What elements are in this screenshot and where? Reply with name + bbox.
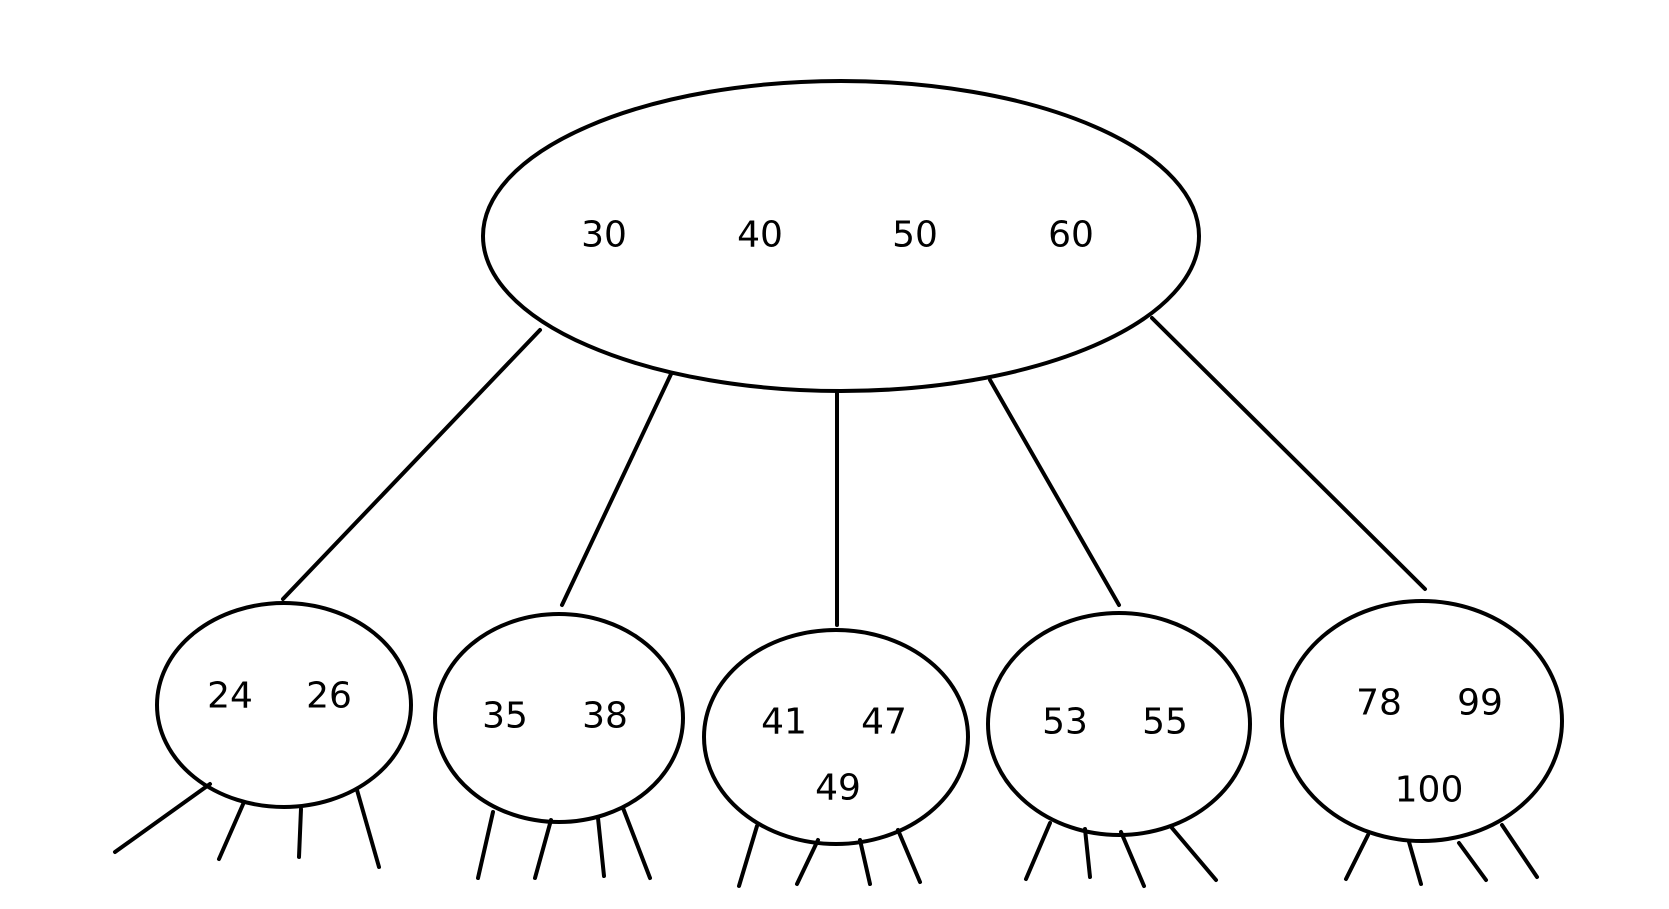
child-node-3-shape bbox=[702, 628, 970, 846]
child-4-pointer-2 bbox=[1083, 827, 1092, 879]
child-3-key-1: 41 bbox=[761, 702, 807, 743]
child-node-4: 53 55 bbox=[986, 611, 1252, 888]
root-edges bbox=[281, 316, 1427, 627]
child-5-pointer-4 bbox=[1500, 823, 1539, 879]
child-node-1: 24 26 bbox=[113, 601, 413, 869]
child-2-key-2: 38 bbox=[582, 696, 628, 737]
child-3-pointer-1 bbox=[737, 824, 759, 888]
child-node-5-shape bbox=[1280, 599, 1564, 843]
child-2-pointer-2 bbox=[533, 818, 553, 880]
child-5-key-3: 100 bbox=[1395, 770, 1464, 811]
root-key-1: 30 bbox=[581, 215, 627, 256]
root-node-shape bbox=[481, 79, 1201, 393]
child-node-1-shape bbox=[155, 601, 413, 809]
child-node-2: 35 38 bbox=[433, 612, 685, 880]
child-1-pointer-2 bbox=[217, 800, 246, 861]
child-4-pointer-4 bbox=[1170, 826, 1218, 882]
edge-root-child-5 bbox=[1150, 316, 1427, 591]
child-1-pointer-1 bbox=[113, 782, 212, 854]
child-1-pointer-4 bbox=[355, 788, 381, 869]
child-3-pointer-2 bbox=[795, 838, 820, 886]
child-3-key-2: 47 bbox=[861, 702, 907, 743]
edge-root-child-2 bbox=[560, 370, 674, 607]
child-node-4-shape bbox=[986, 611, 1252, 837]
child-4-pointer-1 bbox=[1024, 821, 1052, 881]
child-2-key-1: 35 bbox=[482, 696, 528, 737]
child-5-key-1: 78 bbox=[1356, 683, 1402, 724]
child-node-3: 41 47 49 bbox=[702, 628, 970, 888]
child-5-pointer-3 bbox=[1457, 841, 1488, 882]
child-5-pointer-2 bbox=[1407, 840, 1423, 886]
child-4-key-1: 53 bbox=[1042, 702, 1088, 743]
edge-root-child-1 bbox=[281, 328, 542, 601]
child-2-pointer-4 bbox=[621, 806, 652, 880]
child-node-2-shape bbox=[433, 612, 685, 824]
child-1-key-1: 24 bbox=[207, 676, 253, 717]
root-node: 30 40 50 60 bbox=[481, 79, 1201, 393]
child-4-key-2: 55 bbox=[1142, 702, 1188, 743]
child-4-pointer-3 bbox=[1119, 830, 1146, 888]
child-2-pointer-3 bbox=[596, 816, 606, 878]
child-node-5: 78 99 100 bbox=[1280, 599, 1564, 886]
child-1-pointer-3 bbox=[297, 807, 303, 859]
child-5-pointer-1 bbox=[1344, 833, 1370, 881]
child-1-key-2: 26 bbox=[306, 676, 352, 717]
root-key-2: 40 bbox=[737, 215, 783, 256]
child-3-key-3: 49 bbox=[815, 768, 861, 809]
child-3-pointer-4 bbox=[896, 828, 922, 884]
root-key-4: 60 bbox=[1048, 215, 1094, 256]
child-2-pointer-1 bbox=[476, 810, 495, 880]
root-key-3: 50 bbox=[892, 215, 938, 256]
child-3-pointer-3 bbox=[858, 838, 872, 886]
child-5-key-2: 99 bbox=[1457, 683, 1503, 724]
edge-root-child-4 bbox=[988, 378, 1121, 607]
